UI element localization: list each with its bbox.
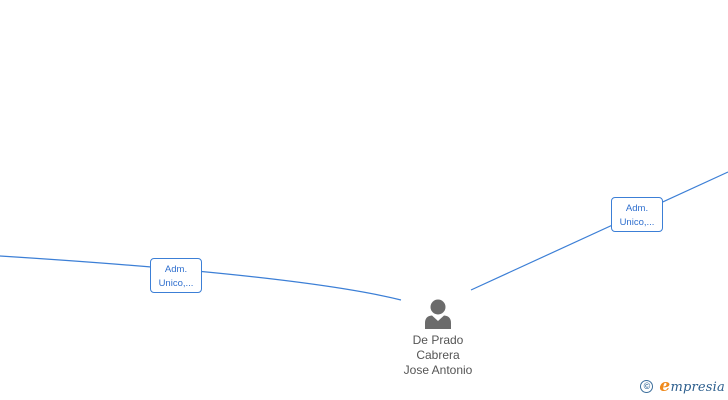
edge-right-line	[470, 171, 728, 291]
edge-left-line	[0, 255, 402, 301]
person-name-line1: De Prado	[412, 333, 464, 347]
edge-label-right[interactable]: Adm. Unico,...	[611, 197, 663, 232]
person-name: De Prado Cabrera Jose Antonio	[385, 333, 491, 378]
person-icon	[425, 299, 451, 329]
copyright-icon: ©	[640, 379, 654, 393]
person-node[interactable]: De Prado Cabrera Jose Antonio	[385, 298, 491, 378]
brand-wordmark: empresia	[659, 376, 725, 396]
edge-label-left[interactable]: Adm. Unico,...	[150, 258, 202, 293]
edge-label-right-line2: Unico,...	[619, 216, 655, 228]
edge-label-left-line2: Unico,...	[158, 277, 194, 289]
brand-initial: e	[659, 376, 671, 396]
brand-rest: mpresia	[670, 380, 725, 395]
edge-label-right-line1: Adm.	[625, 202, 649, 214]
edge-label-left-line1: Adm.	[164, 263, 188, 275]
person-name-line2: Cabrera	[416, 348, 460, 362]
person-name-line3: Jose Antonio	[403, 363, 473, 377]
empresia-logo: © empresia	[640, 376, 725, 396]
